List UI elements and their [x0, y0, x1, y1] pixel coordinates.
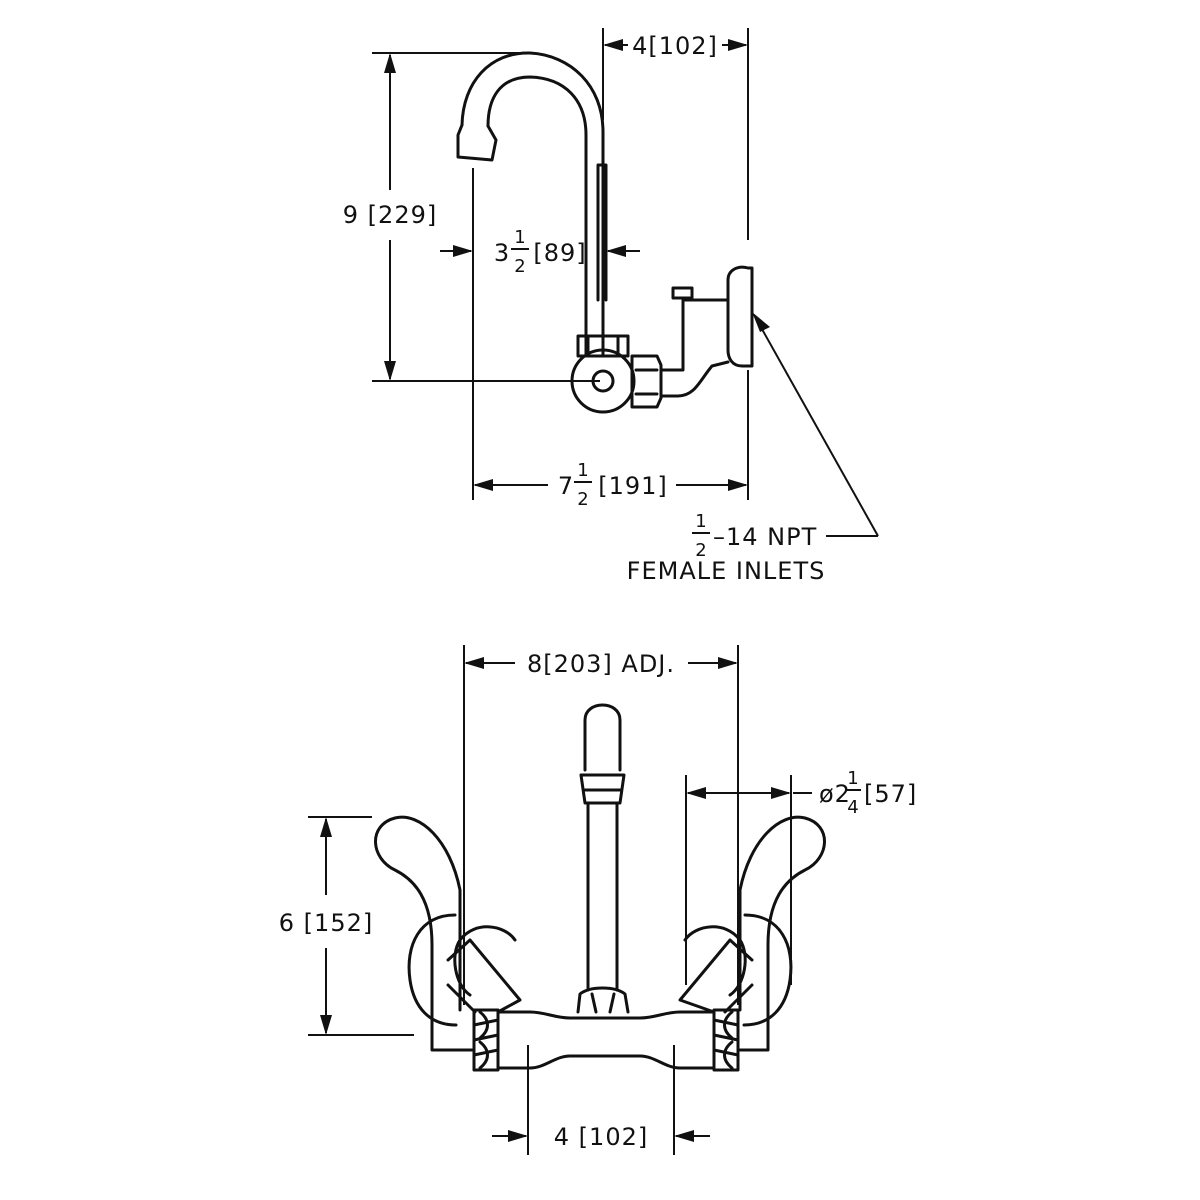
front-spout-tip [583, 703, 622, 772]
spout-rod [596, 163, 608, 302]
dim-centers-arrow-left [464, 657, 484, 669]
dim-flange-num: 1 [847, 768, 858, 789]
dim-projection-label: 4[102] [632, 32, 718, 60]
front-spout-collar-detail [590, 992, 616, 1014]
dim-centers-arrow-right [718, 657, 738, 669]
inlet-nut-detail [634, 368, 659, 396]
dim-depth-den: 2 [577, 489, 588, 510]
front-left-nut-knurl [472, 1010, 500, 1070]
dim-flange-arrow-left [686, 787, 706, 799]
front-left-handle [374, 815, 474, 1052]
front-right-handle [738, 815, 826, 1052]
dim-body-arrow-right [674, 1130, 694, 1142]
inlet-type: FEMALE INLETS [627, 557, 826, 585]
front-spout-collar [576, 986, 630, 1014]
dim-body-label: 4 [102] [554, 1123, 648, 1151]
spout-collar [576, 334, 630, 358]
front-body [496, 1010, 716, 1070]
dim-flange-metric: [57] [864, 780, 917, 808]
dim-reach-num: 1 [514, 227, 525, 248]
dim-reach-metric: [89] [533, 239, 586, 267]
inlet-elbow-top [671, 286, 694, 300]
spout-tip [456, 123, 498, 162]
inlet-den: 2 [695, 540, 706, 561]
wall-flange [726, 265, 754, 368]
front-spout-tube [586, 801, 619, 992]
inlet-num: 1 [695, 511, 706, 532]
dim-reach-arrow-right [606, 245, 626, 257]
dim-depth-metric: [191] [598, 472, 668, 500]
inlet-thread: –14 NPT [713, 523, 817, 551]
dim-height-arrow-bottom [384, 361, 396, 381]
dim-flange-arrow-right [771, 787, 791, 799]
side-view: 4[102] 9 [229] 3 1 2 [89] 7 1 2 [191] [343, 28, 879, 585]
dim-handle-label: 6 [152] [279, 909, 373, 937]
inlet-nut [630, 354, 663, 409]
dim-projection-arrow-right [728, 39, 748, 51]
front-left-nut [472, 1008, 500, 1072]
front-view: 8[203] ADJ. ø2 1 4 [57] 6 [152] 4 [102] [279, 645, 917, 1155]
dim-centers-label: 8[203] ADJ. [527, 650, 675, 678]
dim-reach-whole: 3 [494, 239, 510, 267]
dim-depth-arrow-left [473, 479, 493, 491]
spout-inner [486, 75, 588, 357]
inlet-leader [757, 321, 879, 537]
dim-depth-whole: 7 [558, 472, 574, 500]
dim-reach-arrow-left [453, 245, 473, 257]
front-spout-nozzle [579, 773, 626, 805]
dim-depth-num: 1 [577, 460, 588, 481]
dim-projection-arrow-left [603, 39, 623, 51]
dim-flange-prefix: ø2 [819, 780, 851, 808]
spout-outer [460, 51, 605, 357]
dim-reach-den: 2 [514, 256, 525, 277]
dim-handle-arrow-top [320, 817, 332, 837]
inlet-leader-arrow [752, 312, 770, 332]
inlet-elbow [659, 298, 730, 398]
dim-flange-den: 4 [847, 797, 858, 818]
dim-body-arrow-left [508, 1130, 528, 1142]
front-left-handle-arm [446, 938, 522, 1014]
dim-depth-arrow-right [728, 479, 748, 491]
front-right-nut-knurl [712, 1010, 740, 1070]
dim-handle-arrow-bottom [320, 1015, 332, 1035]
dim-height-label: 9 [229] [343, 201, 437, 229]
dim-height-arrow-top [384, 53, 396, 73]
